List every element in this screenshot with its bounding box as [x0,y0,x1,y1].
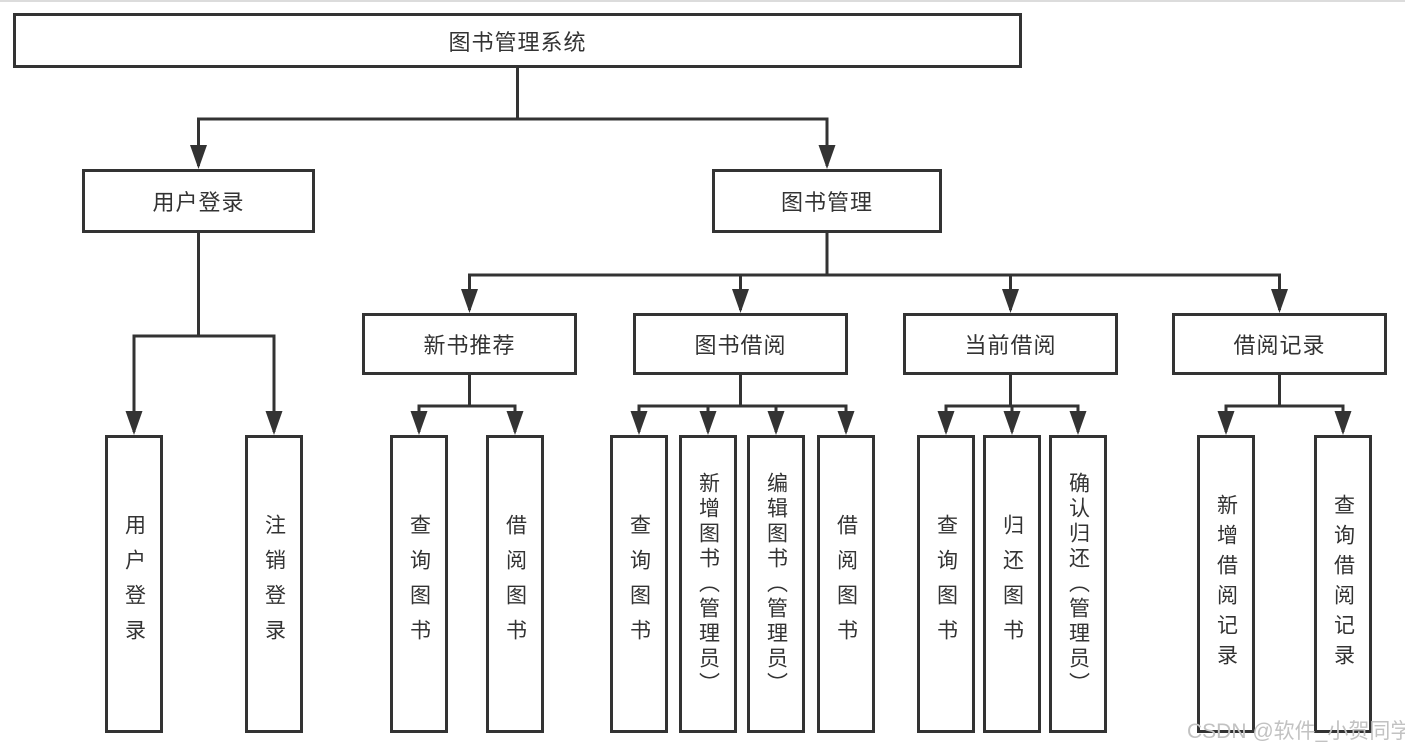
node-label: 图书借阅 [694,333,787,358]
node-label: 编辑图书（管理员） [764,471,788,697]
node-label: 归还图书 [1000,514,1024,654]
leaf-edit-book-admin: 编辑图书（管理员） [747,435,805,733]
leaf-user-login: 用户登录 [105,435,163,733]
arrowhead [506,411,524,435]
leaf-confirm-return-admin: 确认归还（管理员） [1049,435,1107,733]
node-label: 用户登录 [122,514,146,654]
node-label: 借阅图书 [503,514,527,654]
leaf-logout: 注销登录 [245,435,303,733]
leaf-query-books-current: 查询图书 [917,435,975,733]
leaf-borrow-books-recommend: 借阅图书 [486,435,544,733]
arrowhead [1002,289,1019,313]
connector-paths [132,68,1345,432]
leaf-query-borrow-record: 查询借阅记录 [1314,435,1372,733]
arrowhead [1334,411,1352,435]
node-label: 注销登录 [262,514,286,654]
node-user-login: 用户登录 [82,169,315,233]
node-book-borrowing: 图书借阅 [633,313,848,375]
csdn-watermark: CSDN @软件_小贺同学 [1187,720,1405,743]
node-new-book-recommendation: 新书推荐 [362,313,577,375]
node-label: 借阅图书 [834,514,858,654]
arrowhead [190,145,207,169]
node-label: 查询借阅记录 [1331,494,1355,674]
arrowhead [732,289,749,313]
node-label: 图书管理系统 [448,29,587,55]
node-label: 图书管理 [780,190,873,215]
node-label: 新增图书（管理员） [696,471,720,697]
arrowhead [1069,411,1087,435]
node-label: 新增借阅记录 [1214,494,1238,674]
leaf-query-books-recommend: 查询图书 [390,435,448,733]
arrowhead [837,411,855,435]
arrowhead [1003,411,1021,435]
node-current-borrowing: 当前借阅 [903,313,1118,375]
leaf-add-borrow-record: 新增借阅记录 [1197,435,1255,733]
leaf-add-book-admin: 新增图书（管理员） [679,435,737,733]
node-book-management: 图书管理 [712,169,942,233]
arrowhead [699,411,717,435]
leaf-return-books: 归还图书 [983,435,1041,733]
arrowhead [630,411,648,435]
arrowhead [767,411,785,435]
arrowhead [937,411,955,435]
node-library-management-system: 图书管理系统 [13,13,1022,68]
arrowhead [410,411,428,435]
node-label: 确认归还（管理员） [1066,471,1090,697]
leaf-query-books-borrowing: 查询图书 [610,435,668,733]
node-label: 当前借阅 [964,333,1057,358]
top-edge-line [0,0,1405,2]
arrowhead [461,289,478,313]
node-borrowing-records: 借阅记录 [1172,313,1387,375]
node-label: 用户登录 [152,190,245,215]
arrowhead [265,411,283,435]
leaf-borrow-books-borrowing: 借阅图书 [817,435,875,733]
arrowhead [1271,289,1288,313]
node-label: 借阅记录 [1233,333,1326,358]
arrowhead [1217,411,1235,435]
node-label: 查询图书 [934,514,958,654]
arrowhead [818,145,836,169]
node-label: 查询图书 [407,514,431,654]
arrowhead [125,411,143,435]
node-label: 新书推荐 [423,333,516,358]
node-label: 查询图书 [627,514,651,654]
